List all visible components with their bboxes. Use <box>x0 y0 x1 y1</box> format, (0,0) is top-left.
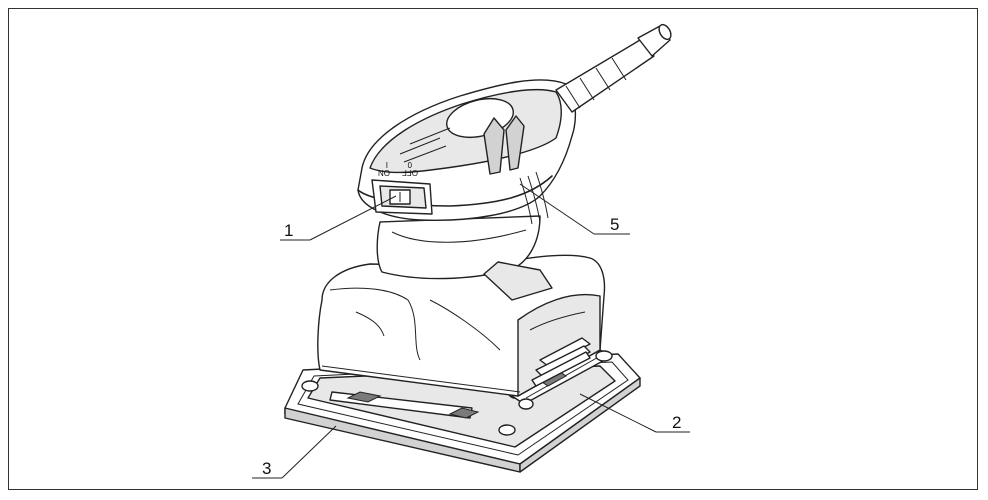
callout-2: 2 <box>672 413 681 432</box>
on-label: ON <box>378 168 390 177</box>
callout-5: 5 <box>610 215 619 234</box>
power-cord <box>555 23 672 113</box>
on-symbol: I <box>386 160 388 169</box>
callout-3: 3 <box>262 459 271 478</box>
off-symbol: 0 <box>407 160 412 169</box>
side-fins <box>531 337 591 387</box>
switch-markings: I ON 0 OFF <box>378 160 418 177</box>
off-label: OFF <box>402 168 418 177</box>
housing-neck <box>376 215 553 301</box>
switch-housing <box>371 179 433 215</box>
callout-leaders <box>252 183 690 479</box>
paper-clamp-front <box>301 380 516 436</box>
callout-1: 1 <box>284 221 293 240</box>
